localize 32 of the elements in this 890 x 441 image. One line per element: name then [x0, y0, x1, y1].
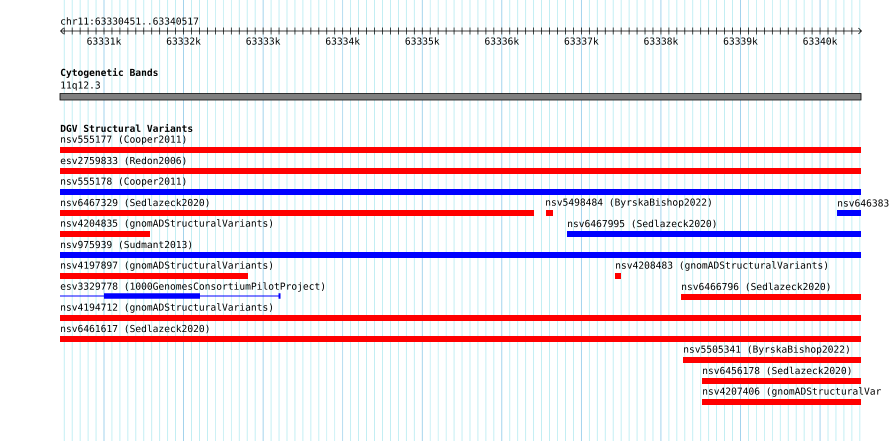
tick-label: 63333k — [246, 37, 280, 45]
variant-label: nsv4197897 (gnomADStructuralVariants) — [61, 261, 272, 271]
variant-label: nsv5498484 (ByrskaBishop2022) — [546, 198, 711, 208]
tick-label: 63337k — [564, 37, 599, 45]
tick-label: 63338k — [644, 37, 678, 45]
tick-label: 63334k — [326, 37, 360, 45]
tick-label: 63339k — [724, 37, 758, 45]
variant-label: nsv555178 (Cooper2011) — [61, 177, 186, 187]
variant-label: esv2759833 (Redon2006) — [60, 156, 186, 166]
variant-label: nsv555177 (Cooper2011) — [61, 135, 186, 145]
variant-label: nsv6467995 (Sedlazeck2020) — [568, 220, 716, 228]
variant-label: nsv4208483 (gnomADStructuralVariants) — [616, 261, 828, 271]
variant-label: nsv6456178 (Sedlazeck2020) — [703, 366, 850, 376]
variant-label: nsv4194712 (gnomADStructuralVariants) — [61, 303, 272, 313]
variant-label: nsv975939 (Sudmant2013) — [61, 240, 192, 250]
variant-label: nsv6467329 (Sedlazeck2020) — [61, 198, 208, 208]
track-title: Cytogenetic Bands — [60, 68, 158, 78]
location-label: chr11:63330451..63340517 — [61, 17, 198, 25]
tick-label: 63332k — [166, 37, 201, 45]
tick-label: 63340k — [803, 37, 838, 45]
variant-label: nsv6461617 (Sedlazeck2020) — [61, 324, 208, 334]
track-title: DGV Structural Variants — [60, 124, 192, 132]
variant-label: nsv646383 — [838, 199, 888, 207]
tick-label: 63331k — [87, 37, 122, 45]
variant-label: nsv6466796 (Sedlazeck2020) — [682, 282, 830, 292]
tick-label: 63336k — [485, 37, 519, 45]
variant-label: esv3329778 (1000GenomesConsortiumPilotProject) — [60, 282, 324, 292]
variant-label: nsv4207406 (gnomADStructuralVar — [703, 387, 881, 397]
variant-label: nsv4204835 (gnomADStructuralVariants) — [61, 219, 272, 229]
variant-label: nsv5505341 (ByrskaBishop2022) — [684, 345, 849, 355]
band-label: 11q12.3 — [61, 81, 100, 91]
tick-label: 63335k — [406, 37, 440, 45]
